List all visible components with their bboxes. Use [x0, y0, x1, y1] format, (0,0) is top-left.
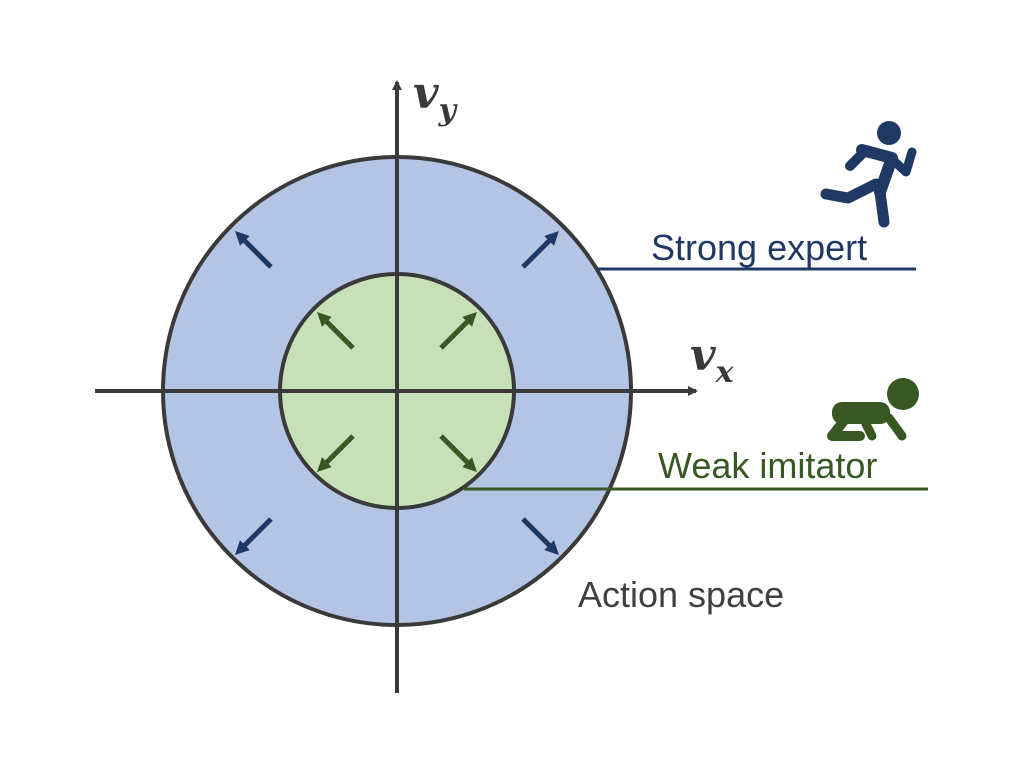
weak-imitator-label: Weak imitator	[658, 445, 877, 486]
expert-arrow-nw	[235, 231, 273, 269]
imitator-arrow-nw	[317, 312, 355, 350]
action-space-label: Action space	[578, 574, 784, 615]
expert-expansion-arrows	[235, 231, 559, 555]
expert-arrow-se	[521, 517, 559, 555]
imitator-arrow-se	[439, 434, 477, 472]
imitator-arrows	[317, 312, 477, 472]
y-axis-subscript: y	[438, 93, 459, 128]
y-axis-label: vy	[413, 68, 459, 128]
crawling-baby-icon	[827, 378, 919, 441]
strong-expert-label: Strong expert	[651, 227, 867, 268]
x-axis-subscript: x	[715, 355, 735, 390]
expert-arrow-sw	[235, 517, 273, 555]
x-axis-label: vx	[690, 330, 735, 390]
running-person-icon	[820, 121, 917, 228]
imitator-arrow-sw	[317, 434, 355, 472]
expert-arrow-ne	[521, 231, 559, 269]
imitator-arrow-ne	[439, 312, 477, 350]
